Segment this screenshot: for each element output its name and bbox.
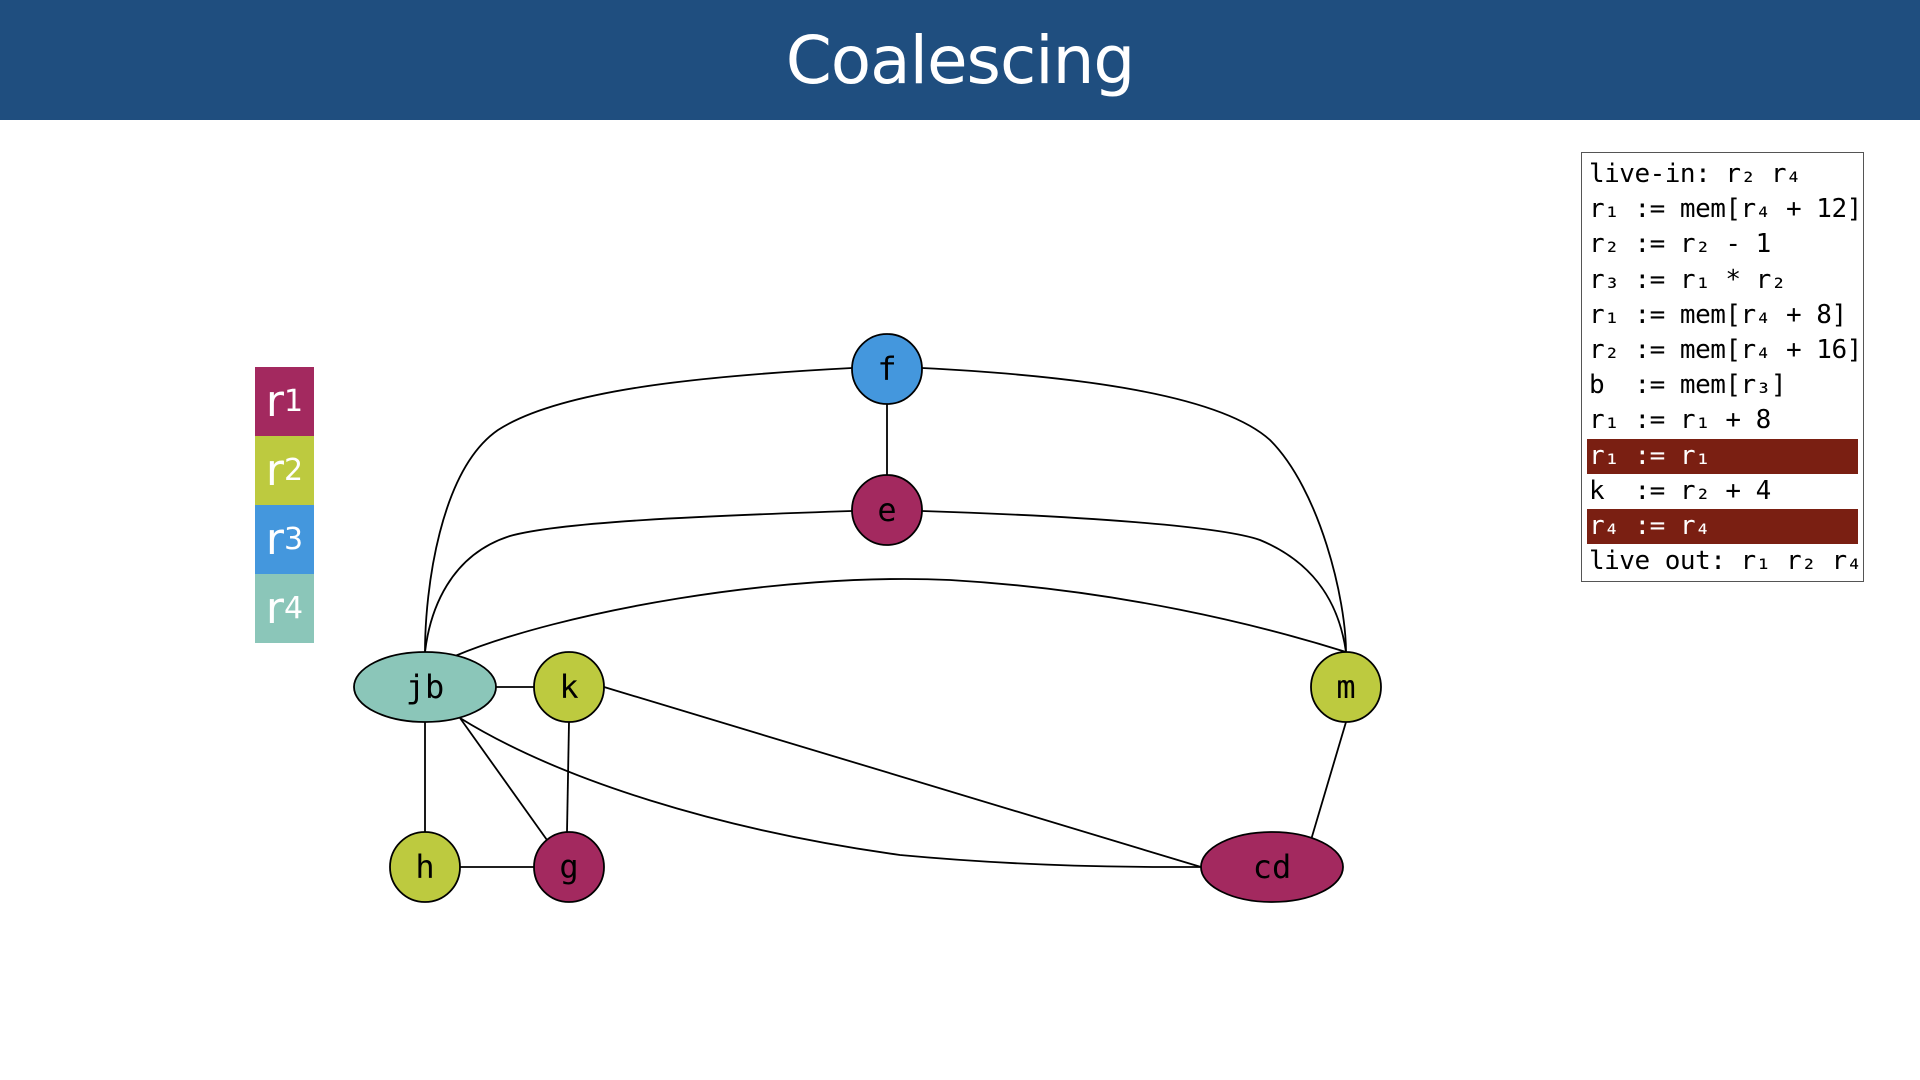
legend-label-base: r (265, 376, 284, 427)
edge-e-m (921, 510, 1347, 653)
legend-label-base: r (265, 445, 284, 496)
node-g: g (533, 831, 605, 903)
code-line: r₂ := mem[r₄ + 16] (1589, 334, 1862, 365)
edge-f-m (921, 367, 1347, 653)
node-h-shape (389, 831, 461, 903)
node-k-shape (533, 651, 605, 723)
node-m-shape (1310, 651, 1382, 723)
code-line: r₁ := mem[r₄ + 12] (1589, 194, 1862, 225)
code-line: b := mem[r₃] (1589, 370, 1787, 401)
edge-jb-m (454, 578, 1347, 657)
code-line: r₁ := mem[r₄ + 8] (1589, 299, 1847, 330)
node-e-label: e (877, 491, 896, 529)
node-k: k (533, 651, 605, 723)
edge-m-cd (1310, 721, 1347, 841)
legend-label-sub: 2 (284, 453, 304, 488)
node-k-label: k (559, 668, 578, 706)
node-cd-label: cd (1253, 848, 1292, 886)
code-line: live out: r₁ r₂ r₄ (1589, 546, 1862, 577)
edge-jb-g (459, 717, 548, 841)
node-h-label: h (415, 848, 434, 886)
code-line: r₂ := r₂ - 1 (1589, 229, 1771, 260)
code-listing: live-in: r₂ r₄ r₁ := mem[r₄ + 12] r₂ := … (1581, 152, 1864, 583)
node-g-shape (533, 831, 605, 903)
node-h: h (389, 831, 461, 903)
node-g-label: g (559, 848, 578, 886)
node-cd: cd (1200, 831, 1344, 903)
edge-k-g (566, 721, 570, 833)
legend-label-base: r (265, 514, 284, 565)
edge-e-jb (424, 510, 853, 653)
node-f: f (851, 333, 923, 405)
edge-k-cd (603, 686, 1202, 868)
edge-f-jb (424, 367, 853, 653)
node-e: e (851, 474, 923, 546)
node-jb: jb (353, 651, 497, 723)
node-m: m (1310, 651, 1382, 723)
legend-label-sub: 3 (284, 522, 304, 557)
edge-jb-cd (459, 717, 1202, 868)
legend-label-sub: 4 (284, 591, 304, 626)
node-e-shape (851, 474, 923, 546)
node-m-label: m (1336, 668, 1355, 706)
code-line: k := r₂ + 4 (1589, 475, 1771, 506)
code-line: live-in: r₂ r₄ (1589, 159, 1802, 189)
code-line: r₁ := r₁ + 8 (1589, 405, 1771, 436)
node-jb-shape (353, 651, 497, 723)
title-bar: Coalescing (0, 0, 1920, 120)
legend-label-base: r (265, 583, 284, 634)
code-line: r₃ := r₁ * r₂ (1589, 264, 1787, 295)
code-line-coalesced-move: r₁ := r₁ (1587, 438, 1858, 474)
legend-label-sub: 1 (284, 384, 304, 419)
page-title: Coalescing (785, 21, 1136, 99)
node-cd-shape (1200, 831, 1344, 903)
node-f-shape (851, 333, 923, 405)
node-jb-label: jb (406, 668, 445, 706)
node-f-label: f (877, 350, 896, 388)
code-line-coalesced-move: r₄ := r₄ (1587, 508, 1858, 545)
